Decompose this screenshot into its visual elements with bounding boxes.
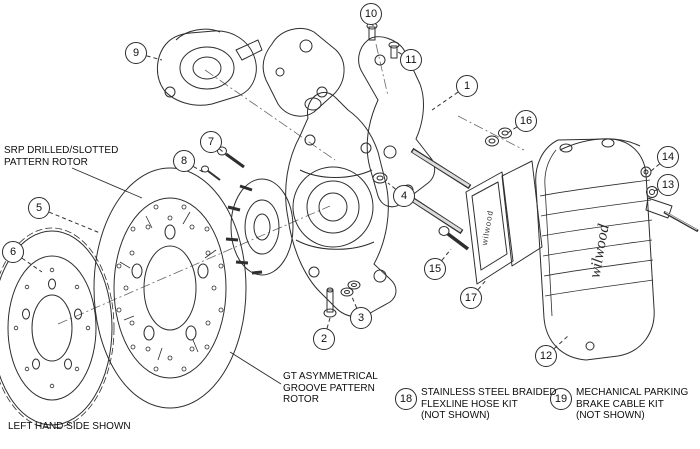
lower-bolt <box>323 287 337 318</box>
label-leader-lines <box>71 167 282 385</box>
caliper-mount-bracket <box>262 28 345 117</box>
leader-line-16 <box>505 126 518 135</box>
hub-bolt <box>217 146 245 169</box>
hub-stud <box>201 165 221 181</box>
gt-drill-holes <box>13 267 91 389</box>
lower-washers <box>340 280 361 297</box>
callout-9: 9 <box>125 42 147 64</box>
lever-washer <box>640 166 652 178</box>
callout-5: 5 <box>28 197 50 219</box>
callout-10: 10 <box>360 3 382 25</box>
gt-lug-holes <box>22 278 82 370</box>
callout-17: 17 <box>460 287 482 309</box>
callout-16: 16 <box>515 110 537 132</box>
callout-13: 13 <box>657 174 679 196</box>
callout-15: 15 <box>424 258 446 280</box>
leader-line-4 <box>387 182 396 190</box>
callout-18: 18 <box>395 388 417 410</box>
bracket-bolt-lower <box>388 41 400 59</box>
leader-line-5 <box>48 211 101 234</box>
leader-line-3 <box>351 296 358 309</box>
brake-pads: wilwood <box>465 160 543 285</box>
parking-lever-rod <box>645 197 699 233</box>
label-hose-kit: STAINLESS STEEL BRAIDED FLEXLINE HOSE KI… <box>421 387 557 421</box>
steering-knuckle <box>285 91 397 318</box>
leader-line-6 <box>21 257 43 273</box>
callout-6: 6 <box>2 241 24 263</box>
bracket-washer <box>372 172 388 184</box>
leader-line-17 <box>477 278 488 290</box>
callout-2: 2 <box>313 328 335 350</box>
srp-slots <box>119 211 217 361</box>
leader-line-1 <box>431 91 459 111</box>
callout-11: 11 <box>400 49 422 71</box>
leader-line-12 <box>553 335 569 349</box>
leader-line-14 <box>650 163 660 172</box>
callout-12: 12 <box>535 345 557 367</box>
srp-lug-holes <box>131 224 209 341</box>
callout-14: 14 <box>657 146 679 168</box>
parking-caliper <box>157 28 263 106</box>
callout-4: 4 <box>393 185 415 207</box>
leader-line-15 <box>441 248 452 261</box>
callout-3: 3 <box>350 307 372 329</box>
callout-1: 1 <box>456 75 478 97</box>
srp-rotor <box>93 167 247 409</box>
caliper-mount-bolt <box>438 226 470 251</box>
label-gt-rotor: GT ASYMMETRICAL GROOVE PATTERN ROTOR <box>283 371 378 405</box>
label-srp-rotor: SRP DRILLED/SLOTTED PATTERN ROTOR <box>4 145 119 168</box>
callout-8: 8 <box>173 150 195 172</box>
hub-assembly <box>225 178 294 276</box>
leader-line-7 <box>219 148 229 157</box>
label-left-hand-note: LEFT HAND SIDE SHOWN <box>8 421 131 432</box>
srp-drill-holes <box>116 204 224 372</box>
assembly-axis-lines <box>57 43 525 325</box>
lever-nut <box>646 186 658 198</box>
leader-line-8 <box>193 166 204 173</box>
leader-line-9 <box>146 55 163 61</box>
label-parking-cable-kit: MECHANICAL PARKING BRAKE CABLE KIT (NOT … <box>576 387 689 421</box>
callout-7: 7 <box>200 131 222 153</box>
gt-rotor <box>0 227 115 429</box>
leader-line-2 <box>326 317 331 329</box>
callout-19: 19 <box>550 388 572 410</box>
